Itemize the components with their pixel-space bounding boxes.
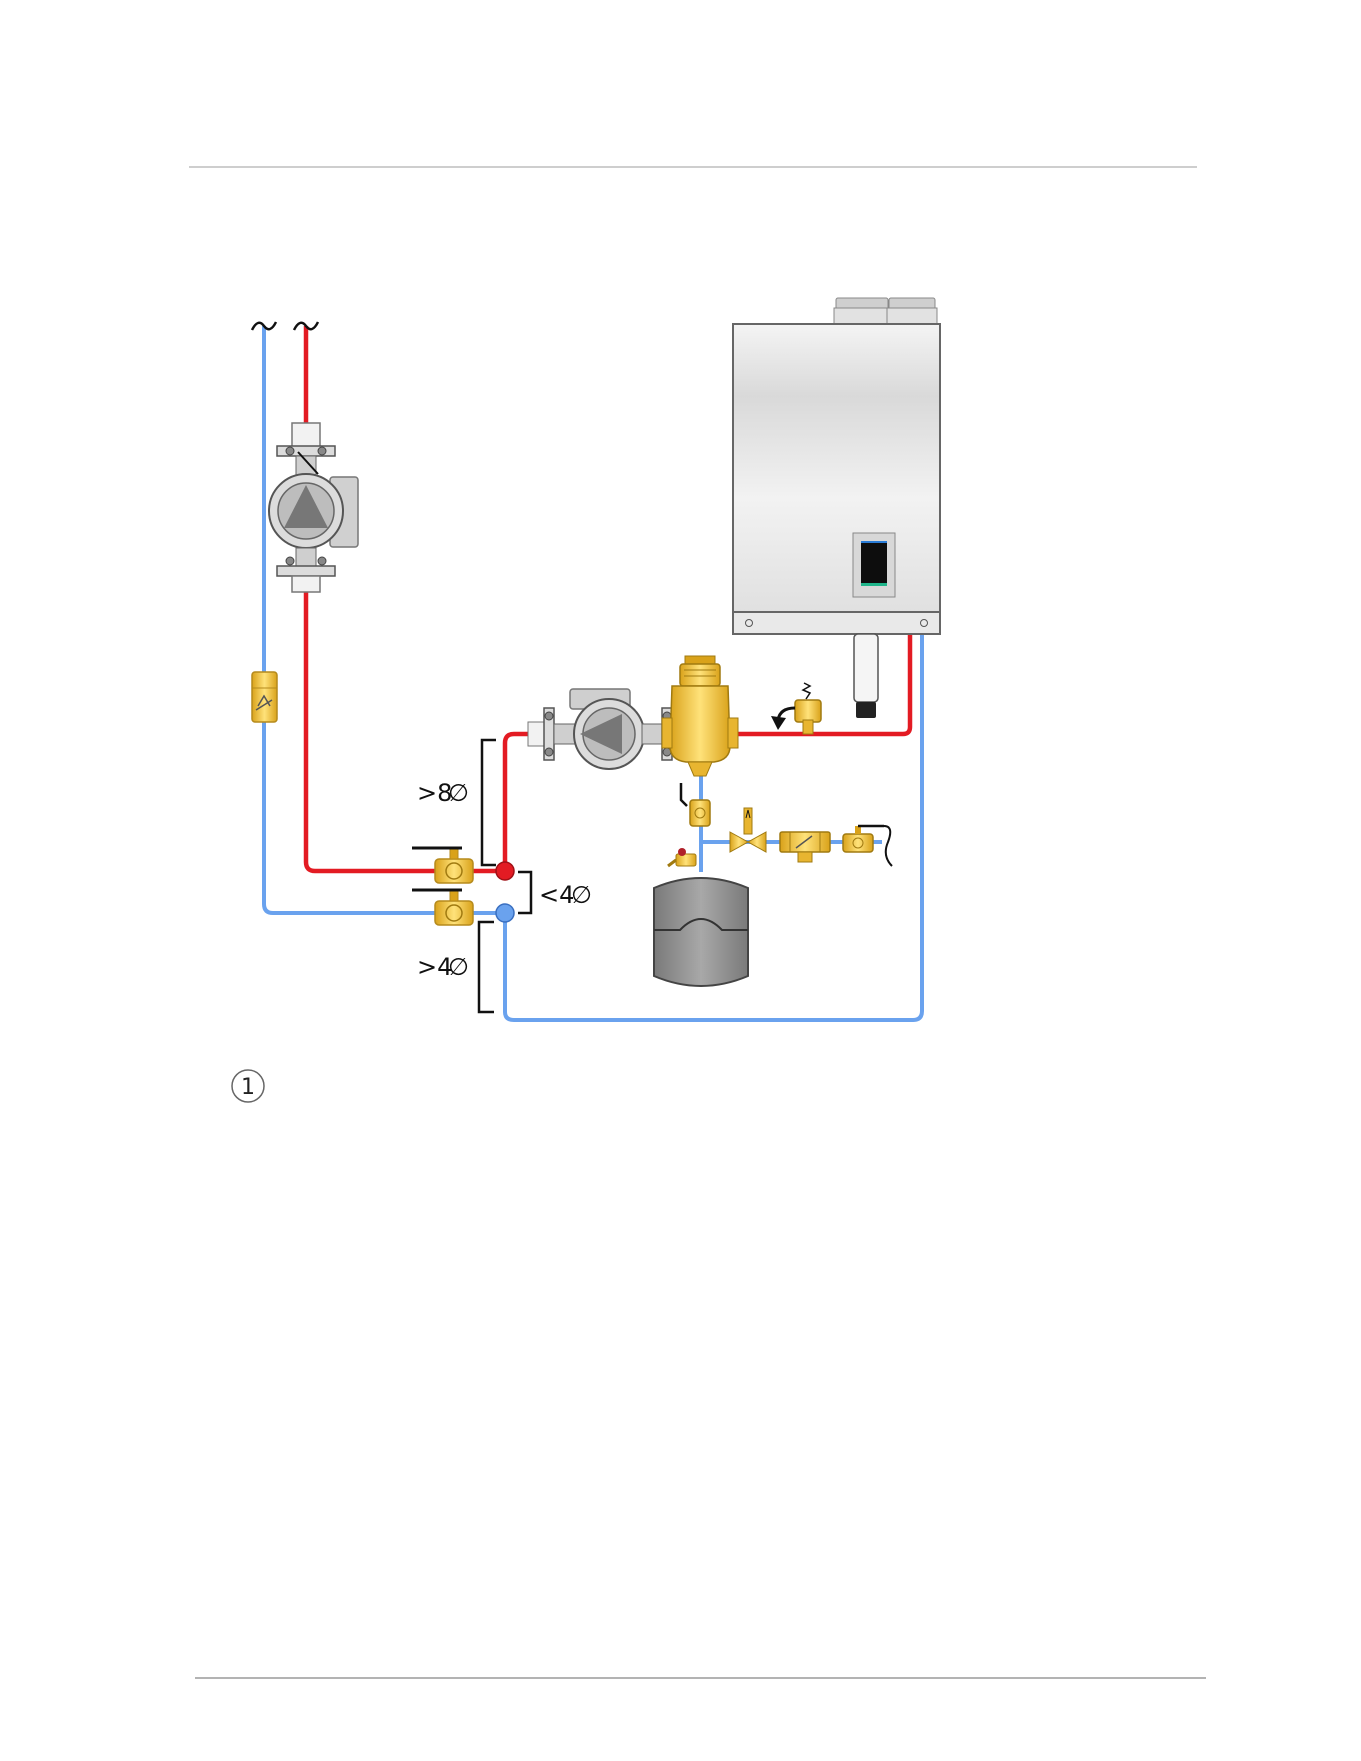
- backflow-preventer: [780, 832, 830, 862]
- condensate-trap: [854, 634, 878, 718]
- label-tee-spacing-dimension: <4 ∅: [539, 881, 592, 909]
- pressure-relief-valve: [771, 683, 821, 734]
- fill-ball-valve: [843, 826, 892, 866]
- svg-text:∅: ∅: [448, 953, 469, 981]
- label-boiler-pipe-dimension: >8 ∅: [417, 779, 469, 807]
- label-return-pipe-dimension: >4 ∅: [417, 953, 469, 981]
- svg-text:<4: <4: [539, 881, 574, 909]
- dimension-bracket-return-pipe: [479, 922, 494, 1012]
- supply-isolation-valve: [412, 848, 473, 883]
- pressure-reducing-valve: [730, 808, 766, 852]
- tank-isolation-valve: [681, 783, 710, 826]
- svg-text:∅: ∅: [571, 881, 592, 909]
- dimension-bracket-boiler-pipe: [482, 740, 496, 865]
- air-dirt-separator: [662, 656, 738, 776]
- callout-marker: 1: [232, 1070, 264, 1102]
- return-isolation-valve: [412, 890, 473, 925]
- check-valve: [252, 672, 277, 722]
- svg-text:1: 1: [241, 1075, 255, 1100]
- expansion-tank: [654, 878, 748, 986]
- supply-tee: [496, 862, 514, 880]
- return-tee: [496, 904, 514, 922]
- boiler: [733, 298, 940, 634]
- system-circulator-pump: [269, 423, 358, 592]
- drain-valve: [668, 848, 696, 866]
- dimension-bracket-tee-spacing: [518, 872, 531, 913]
- svg-text:∅: ∅: [448, 779, 469, 807]
